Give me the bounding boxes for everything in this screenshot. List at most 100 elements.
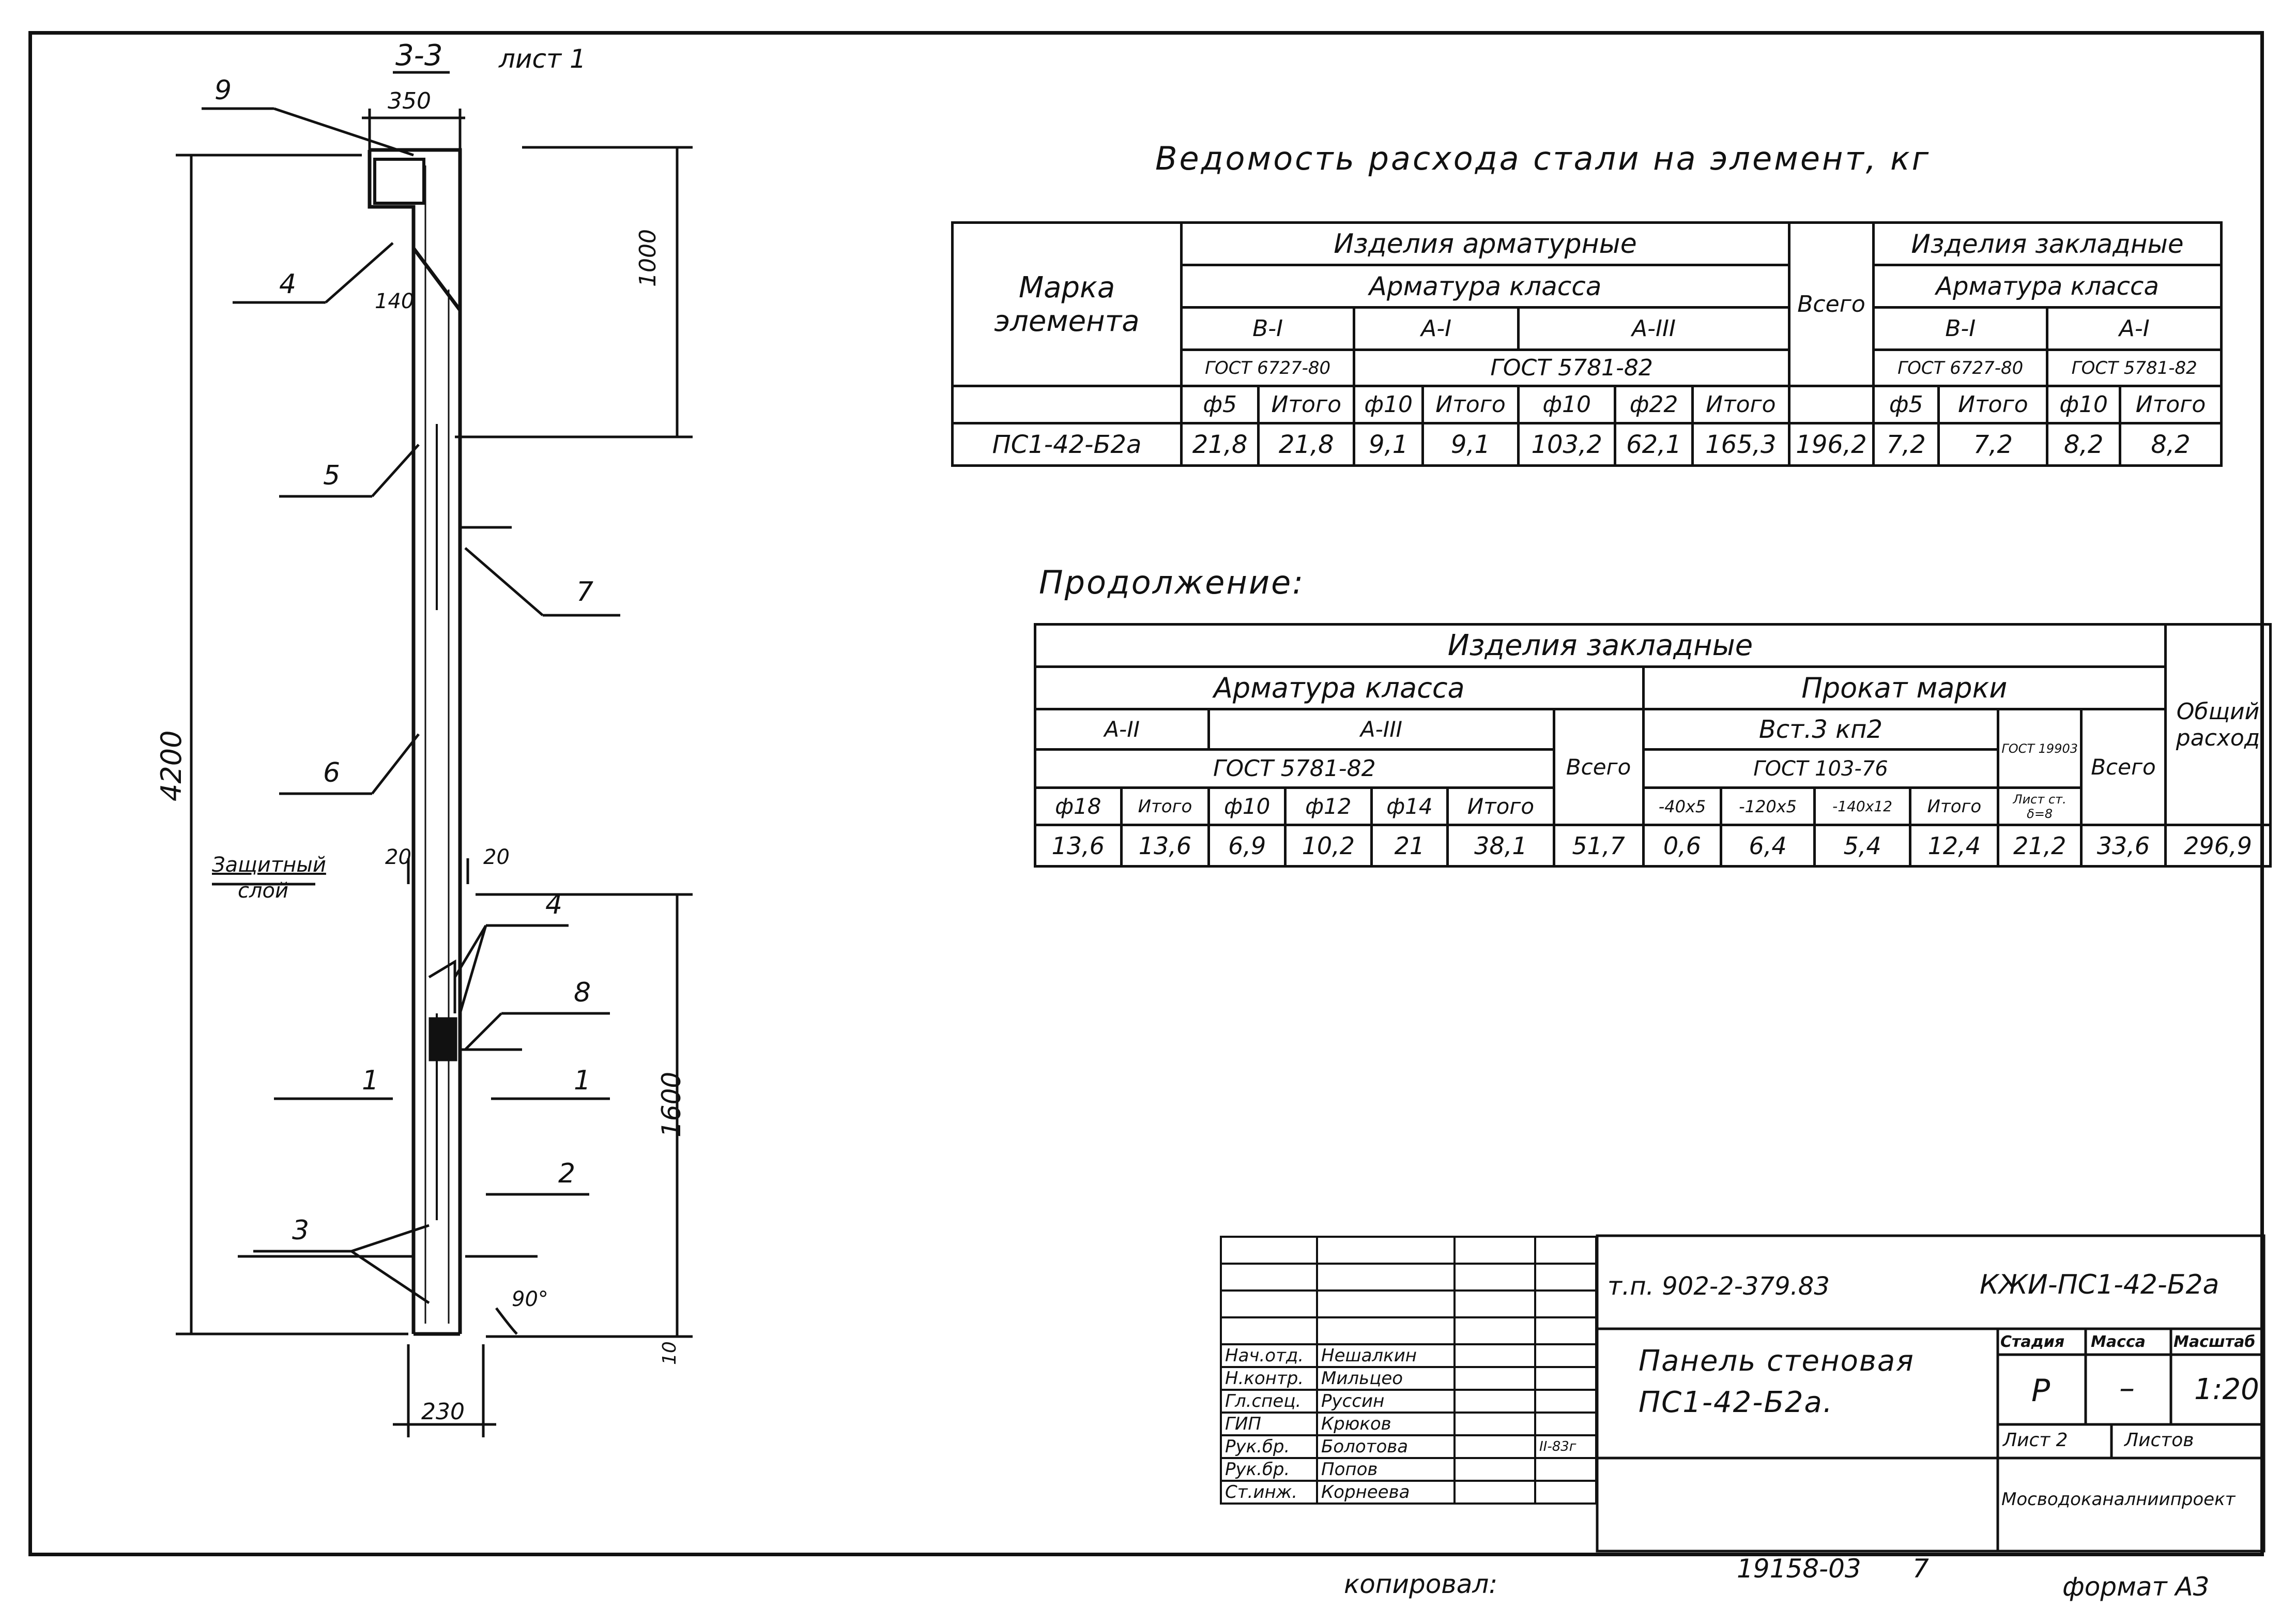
cont-rebar-class: Арматура класса bbox=[1034, 665, 1645, 710]
dim-140: 140 bbox=[375, 290, 415, 313]
section-label: 3-3 bbox=[395, 39, 443, 72]
cell: 12,4 bbox=[1909, 824, 2000, 868]
cont-class-a3: А-III bbox=[1207, 708, 1555, 751]
staff-name: Болотова bbox=[1316, 1434, 1456, 1459]
stage-value: Р bbox=[2031, 1373, 2050, 1409]
sub-header: ф18 bbox=[1034, 786, 1123, 826]
project-number: т.п. 902-2-379.83 bbox=[1608, 1272, 1830, 1301]
callout-2: 2 bbox=[558, 1158, 576, 1189]
continuation-title: Продолжение: bbox=[1039, 564, 1305, 601]
stage-header: Стадия bbox=[2000, 1333, 2065, 1351]
callout-1-right: 1 bbox=[574, 1065, 591, 1096]
cell: 9,1 bbox=[1353, 422, 1425, 467]
sub-header: ф10 bbox=[1207, 786, 1287, 826]
dim-angle: 90° bbox=[512, 1287, 548, 1311]
callout-5: 5 bbox=[323, 460, 341, 491]
panel-name-line1: Панель стеновая bbox=[1639, 1344, 1915, 1378]
cell: 38,1 bbox=[1446, 824, 1555, 868]
staff-name: Нешалкин bbox=[1316, 1343, 1456, 1368]
sub-header: Итого bbox=[2119, 385, 2223, 424]
class-b1: В-I bbox=[1180, 306, 1356, 351]
cont-gost-a: ГОСТ 5781-82 bbox=[1034, 748, 1555, 789]
cell: 165,3 bbox=[1691, 422, 1791, 467]
callout-4-bottom: 4 bbox=[545, 889, 563, 920]
cell: 21,2 bbox=[1997, 824, 2083, 868]
sub-header: -120х5 bbox=[1720, 786, 1816, 826]
cell: 103,2 bbox=[1517, 422, 1617, 467]
callout-4-top: 4 bbox=[279, 269, 297, 300]
cell: 21,8 bbox=[1257, 422, 1356, 467]
cell: 6,4 bbox=[1720, 824, 1816, 868]
cell: 9,1 bbox=[1421, 422, 1520, 467]
callout-6: 6 bbox=[323, 757, 341, 788]
sheets-total: Листов bbox=[2124, 1430, 2194, 1451]
callout-8: 8 bbox=[574, 977, 591, 1008]
gost-b: ГОСТ 6727-80 bbox=[1180, 348, 1356, 387]
staff-role: Ст.инж. bbox=[1220, 1480, 1318, 1505]
sheet-number: Лист 2 bbox=[2003, 1430, 2068, 1451]
paper-format: формат А3 bbox=[2062, 1572, 2210, 1602]
cell: 8,2 bbox=[2046, 422, 2121, 467]
page-number: 7 bbox=[1912, 1554, 1929, 1584]
cell: 296,9 bbox=[2164, 824, 2272, 868]
cell: 196,2 bbox=[1788, 422, 1875, 467]
cell: 51,7 bbox=[1552, 824, 1645, 868]
cont-sheet-gost: ГОСТ 19903 bbox=[1997, 708, 2083, 789]
staff-role: Рук.бр. bbox=[1220, 1434, 1318, 1459]
cont-total-header: Всего bbox=[1552, 708, 1645, 826]
staff-name: Попов bbox=[1316, 1457, 1456, 1482]
sub-header-empty bbox=[951, 385, 1183, 424]
sub-header: Итого bbox=[1421, 385, 1520, 424]
sub-header-empty bbox=[1788, 385, 1875, 424]
staff-role: Рук.бр. bbox=[1220, 1457, 1318, 1482]
cell: 33,6 bbox=[2080, 824, 2167, 868]
mass-header: Масса bbox=[2091, 1333, 2146, 1351]
staff-name: Крюков bbox=[1316, 1411, 1456, 1436]
dim-350: 350 bbox=[388, 88, 431, 114]
sub-header: ф14 bbox=[1370, 786, 1449, 826]
sub-header: ф10 bbox=[1517, 385, 1617, 424]
gost-a: ГОСТ 5781-82 bbox=[1353, 348, 1790, 387]
class-a3: А-III bbox=[1517, 306, 1790, 351]
staff-date: II-83г bbox=[1534, 1434, 1597, 1459]
row-mark: ПС1-42-Б2а bbox=[951, 422, 1183, 467]
sub-header: -40х5 bbox=[1642, 786, 1723, 826]
cont-steel: Вст.3 кп2 bbox=[1642, 708, 2000, 751]
protective-layer-label-2: слой bbox=[238, 879, 289, 903]
staff-role: ГИП bbox=[1220, 1411, 1318, 1436]
scale-value: 1:20 bbox=[2194, 1373, 2259, 1406]
drawing-code: КЖИ-ПС1-42-Б2а bbox=[1980, 1269, 2220, 1300]
group-reinf: Изделия арматурные bbox=[1180, 221, 1790, 266]
callout-3: 3 bbox=[292, 1215, 310, 1246]
protective-layer-label-1: Защитный bbox=[212, 853, 326, 877]
sub-header: ф5 bbox=[1180, 385, 1260, 424]
dim-230: 230 bbox=[421, 1399, 465, 1425]
callout-1-left: 1 bbox=[362, 1065, 379, 1096]
embed-class-a1: А-I bbox=[2046, 306, 2223, 351]
sub-header: Лист ст. δ=8 bbox=[1997, 786, 2083, 826]
cell: 0,6 bbox=[1642, 824, 1723, 868]
embed-gost-a: ГОСТ 5781-82 bbox=[2046, 348, 2223, 387]
embed-rebar-class: Арматура класса bbox=[1872, 264, 2223, 309]
total-header: Всего bbox=[1788, 221, 1875, 387]
sub-header: -140х12 bbox=[1813, 786, 1912, 826]
staff-name: Корнеева bbox=[1316, 1480, 1456, 1505]
archive-number: 19158-03 bbox=[1737, 1554, 1861, 1584]
staff-role: Н.контр. bbox=[1220, 1366, 1318, 1391]
statement-title: Ведомость расхода стали на элемент, кг bbox=[1155, 140, 1931, 177]
callout-9: 9 bbox=[215, 75, 232, 106]
cont-gost-rolled: ГОСТ 103-76 bbox=[1642, 748, 2000, 789]
staff-name: Руссин bbox=[1316, 1389, 1456, 1414]
sub-header: ф12 bbox=[1284, 786, 1373, 826]
sub-header: ф22 bbox=[1614, 385, 1694, 424]
sub-header: Итого bbox=[1909, 786, 2000, 826]
sub-header: ф10 bbox=[2046, 385, 2121, 424]
cell: 7,2 bbox=[1872, 422, 1940, 467]
sub-header: Итого bbox=[1446, 786, 1555, 826]
cont-total2-header: Всего bbox=[2080, 708, 2167, 826]
cell: 10,2 bbox=[1284, 824, 1373, 868]
